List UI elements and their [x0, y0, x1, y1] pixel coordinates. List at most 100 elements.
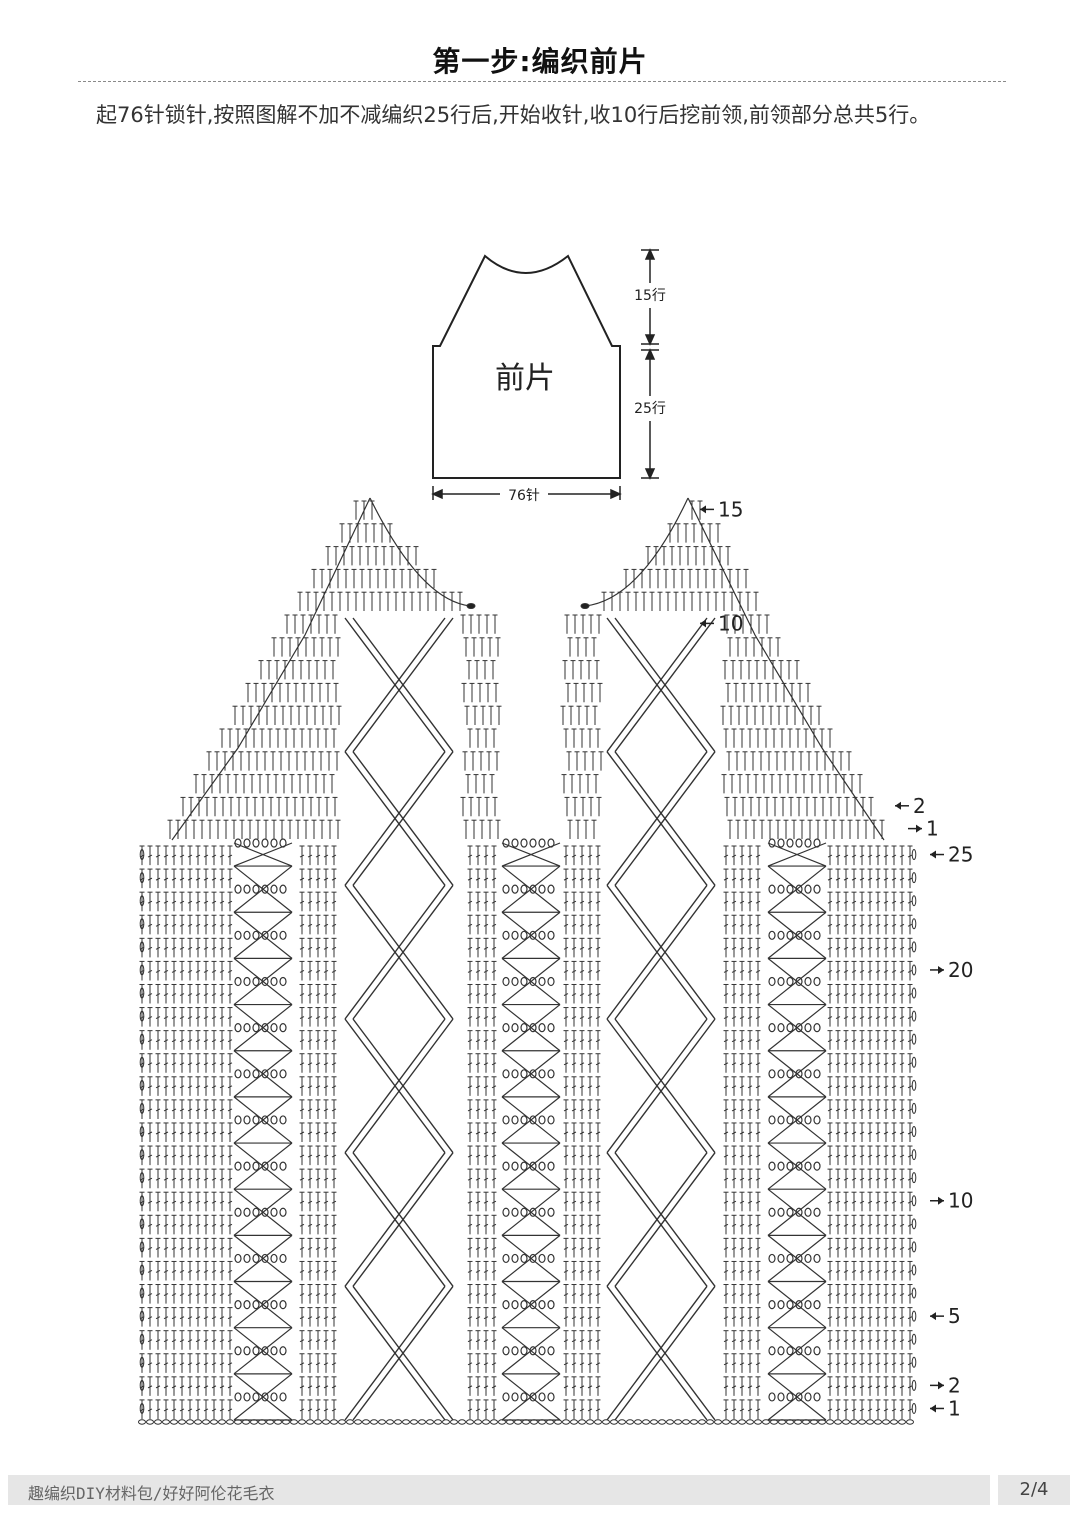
dc-stitch-bar: [491, 1131, 497, 1135]
dc-stitch-bar: [571, 969, 577, 973]
chain-stitch: [474, 1419, 482, 1425]
dc-stitch-bar: [851, 923, 857, 927]
dc-stitch-bar: [867, 1108, 873, 1112]
dc-stitch-bar: [731, 946, 737, 950]
cable-pattern: [501, 838, 561, 1421]
dc-stitch-bar: [299, 1316, 305, 1320]
dc-stitch-bar: [571, 1062, 577, 1066]
turning-chain: [139, 1056, 145, 1068]
dc-stitch-bar: [563, 1362, 569, 1366]
dc-stitch-bar: [859, 1339, 865, 1343]
dc-stitch-bar: [323, 1316, 329, 1320]
dc-stitch-bar: [739, 1270, 745, 1273]
dc-stitch-bar: [467, 877, 473, 881]
turning-chain: [911, 1218, 917, 1230]
dc-stitch-bar: [475, 1293, 481, 1297]
dc-stitch-bar: [595, 923, 601, 927]
dc-stitch-bar: [227, 1154, 233, 1158]
dc-stitch-bar: [179, 1223, 185, 1227]
turning-chain: [911, 1010, 917, 1022]
dc-stitch-bar: [739, 1062, 745, 1066]
dc-stitch-bar: [883, 1016, 889, 1020]
dc-stitch-bar: [875, 1177, 881, 1181]
page-title: 第一步:编织前片: [432, 45, 648, 78]
chain-stitch: [898, 1419, 906, 1425]
dc-stitch-bar: [155, 1016, 161, 1020]
dc-stitch-bar: [587, 877, 593, 881]
dc-stitch-bar: [891, 1270, 897, 1273]
dc-stitch-bar: [155, 1339, 161, 1343]
dc-stitch-bar: [907, 1131, 913, 1135]
dc-stitch-bar: [891, 923, 897, 927]
dc-stitch-bar: [747, 1200, 753, 1204]
dc-stitch-bar: [827, 969, 833, 973]
dc-stitch-bar: [731, 1408, 737, 1412]
dc-stitch-bar: [155, 1223, 161, 1227]
dc-stitch-bar: [867, 1154, 873, 1158]
dc-stitch-bar: [219, 1339, 225, 1343]
dc-stitch-bar: [467, 1246, 473, 1250]
dc-stitch-bar: [739, 1339, 745, 1343]
dc-stitch-bar: [827, 1085, 833, 1089]
dc-stitch-bar: [899, 1316, 905, 1320]
chain-stitch: [618, 1419, 626, 1425]
dc-stitch-bar: [163, 900, 169, 904]
chain-stitch: [162, 1419, 170, 1425]
dc-stitch-bar: [739, 854, 745, 858]
dc-stitch-bar: [571, 1339, 577, 1343]
dc-stitch-bar: [571, 854, 577, 858]
dc-stitch-bar: [331, 993, 337, 996]
dc-stitch-bar: [155, 1154, 161, 1158]
left-neck-edge: [369, 497, 471, 607]
dc-stitch-bar: [907, 1200, 913, 1204]
dc-stitch-bar: [475, 1385, 481, 1389]
dc-stitch-bar: [163, 1408, 169, 1412]
front-panel-schematic: [432, 254, 621, 479]
dc-stitch-bar: [851, 1177, 857, 1181]
dc-stitch-bar: [851, 1270, 857, 1273]
dc-stitch-bar: [563, 1200, 569, 1204]
chain-stitch: [490, 1419, 498, 1425]
height-dimension: [641, 248, 659, 480]
dc-stitch-bar: [187, 1246, 193, 1250]
dc-stitch-bar: [211, 1385, 217, 1389]
turning-chain: [139, 1241, 145, 1253]
chain-stitch: [378, 1419, 386, 1425]
dc-stitch-bar: [859, 946, 865, 950]
dc-stitch-bar: [891, 1108, 897, 1112]
dc-stitch-bar: [587, 1385, 593, 1389]
dc-stitch-bar: [755, 1108, 761, 1112]
dc-stitch-bar: [579, 877, 585, 881]
dc-stitch-bar: [147, 1039, 153, 1043]
dc-stitch-bar: [827, 1223, 833, 1227]
dc-stitch-bar: [163, 1154, 169, 1158]
dc-stitch-bar: [883, 854, 889, 858]
dc-stitch-bar: [747, 923, 753, 927]
dc-stitch-bar: [563, 1016, 569, 1020]
dc-stitch-bar: [851, 1293, 857, 1297]
dc-stitch-bar: [219, 969, 225, 973]
dc-stitch-bar: [195, 1039, 201, 1043]
dc-stitch-bar: [875, 1039, 881, 1043]
dc-stitch-bar: [571, 1385, 577, 1389]
dc-stitch-bar: [307, 1131, 313, 1135]
dc-stitch-bar: [907, 877, 913, 881]
dc-stitch-bar: [875, 993, 881, 996]
chain-stitch: [186, 1419, 194, 1425]
dc-stitch-bar: [467, 993, 473, 996]
dc-stitch-bar: [211, 1223, 217, 1227]
dc-stitch-bar: [827, 993, 833, 996]
turning-chain: [911, 1126, 917, 1137]
dc-stitch-bar: [595, 1362, 601, 1366]
dc-stitch-bar: [299, 1408, 305, 1412]
dc-stitch-bar: [851, 1246, 857, 1250]
dc-stitch-bar: [155, 969, 161, 973]
panel-outline: [432, 254, 621, 479]
dc-stitch-bar: [195, 1177, 201, 1181]
dc-stitch-bar: [227, 1362, 233, 1366]
chain-stitch: [298, 1419, 306, 1425]
dc-stitch-bar: [859, 1362, 865, 1366]
dc-stitch-bar: [211, 946, 217, 950]
dc-stitch-bar: [883, 1223, 889, 1227]
dc-stitch-bar: [851, 946, 857, 950]
